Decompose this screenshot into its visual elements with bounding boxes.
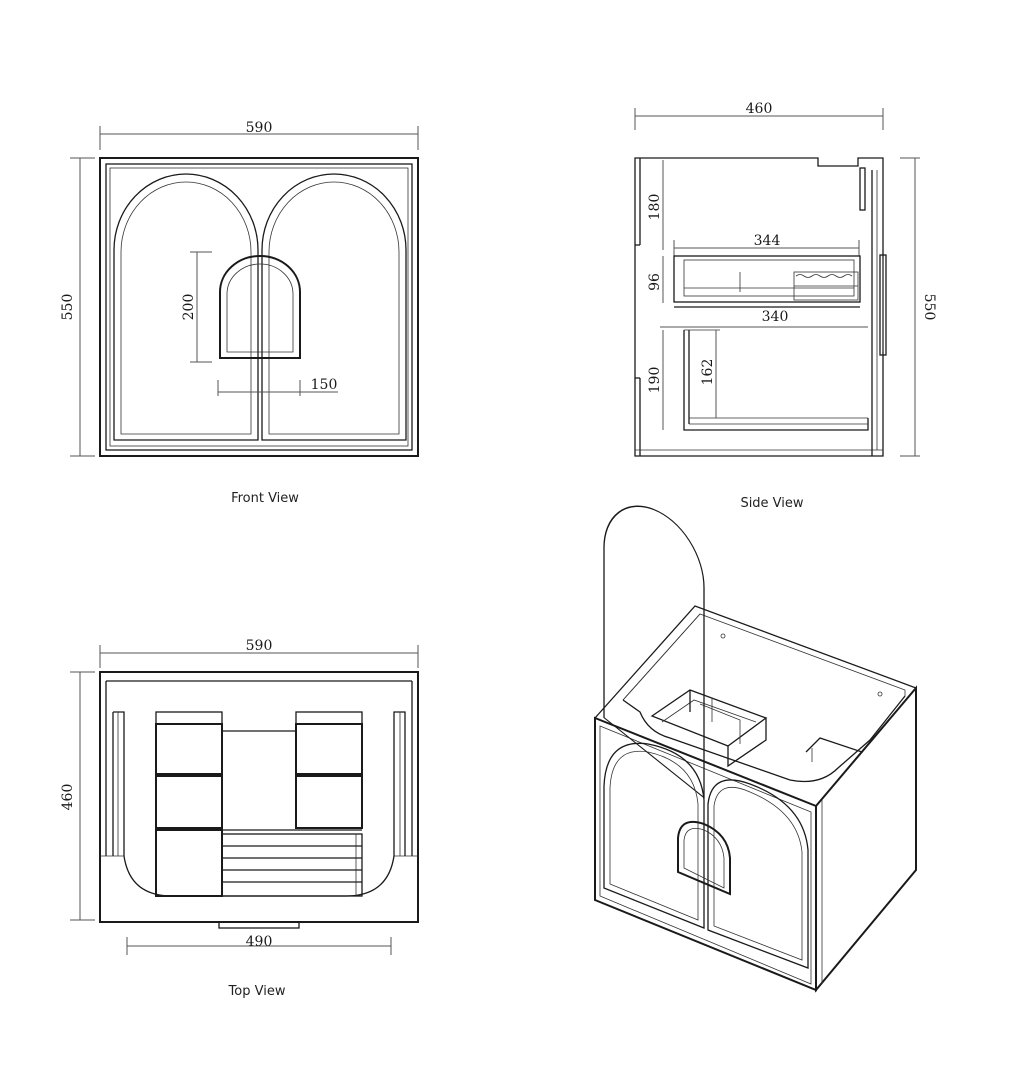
side-drawer [673,255,861,303]
front-view: 590 550 200 150 Front View [60,120,419,506]
front-cabinet-outline [99,157,419,457]
iso-handle [677,820,731,896]
front-view-caption: Front View [231,491,299,506]
top-right-tray-2 [295,775,363,829]
top-left-tray-3 [155,829,223,897]
front-width-dim: 590 [246,120,273,136]
front-handle [219,255,301,359]
top-bottom-width-dim: 490 [246,934,273,950]
left-arch-door [113,173,259,441]
top-depth-dim: 460 [60,784,76,811]
top-handle [218,921,300,929]
isometric-view [593,505,918,993]
top-slatted-tray [221,833,363,897]
top-left-tray-2 [155,775,223,829]
front-height-dim: 550 [60,294,76,321]
bottom-gap-dim: 190 [647,367,663,394]
top-right-tray-1 [295,723,363,775]
drawer-top-dim: 344 [754,233,781,249]
drawer-height-dim: 96 [647,273,663,291]
side-view-caption: Side View [740,496,803,511]
side-view: 460 550 180 344 [634,101,937,511]
side-depth-dim: 460 [746,101,773,117]
side-cabinet-outline [634,157,884,457]
iso-right-door [707,779,809,969]
iso-front-face [594,716,817,992]
top-view-caption: Top View [228,984,286,999]
right-arch-door [261,173,407,441]
top-left-tray-1 [155,723,223,775]
top-width-dim: 590 [246,638,273,654]
handle-width-dim: 150 [311,377,338,393]
iso-side-face [815,685,917,993]
inner-height-dim: 162 [700,359,716,386]
handle-height-dim: 200 [181,294,197,321]
top-view: 590 460 [60,638,419,999]
shelf-width-dim: 340 [762,309,789,325]
side-height-dim: 550 [921,294,937,321]
top-cabinet-outline [99,671,419,923]
top-gap-dim: 180 [647,194,663,221]
iso-left-door [603,742,705,929]
